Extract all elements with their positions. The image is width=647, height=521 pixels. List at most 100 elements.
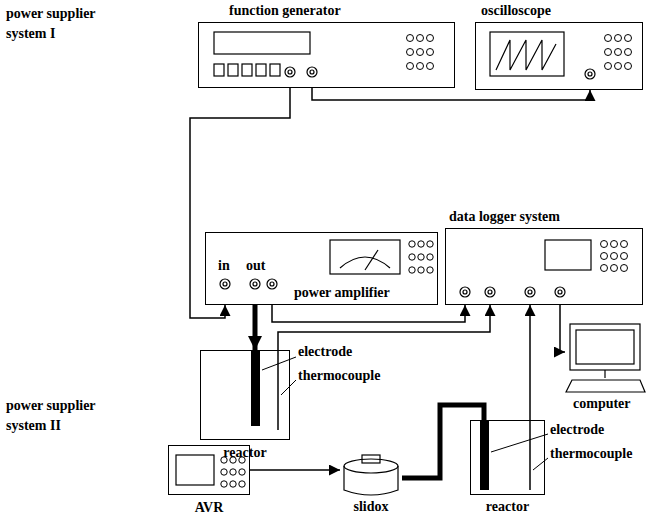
power-amplifier-panel-part	[250, 279, 260, 289]
system-heading: power supplier system II	[6, 396, 118, 436]
slidox-symbol-part	[362, 455, 380, 463]
control-knob	[427, 241, 433, 247]
computer-symbol	[566, 324, 645, 392]
control-knob	[621, 265, 628, 272]
system-heading: power supplier system I	[6, 4, 118, 44]
part-label: thermocouple	[550, 444, 632, 464]
reactor-one-parts-part	[251, 350, 260, 426]
computer-unit: computer	[565, 322, 645, 394]
control-knob	[407, 49, 414, 56]
data-logger-panel-part	[485, 287, 495, 297]
function-generator-panel-part	[228, 64, 238, 76]
function-generator-box: function generator	[198, 22, 455, 88]
function-generator-panel-part	[288, 70, 292, 74]
data-logger-panel-part	[460, 287, 470, 297]
control-knob	[427, 254, 433, 260]
data-logger-panel	[460, 240, 591, 297]
data-logger-panel-part	[488, 290, 492, 294]
control-knob	[621, 253, 628, 260]
control-knob	[601, 241, 608, 248]
computer-symbol-part	[604, 370, 605, 378]
device-label: oscilloscope	[481, 3, 551, 19]
power-amplifier-panel-part	[330, 240, 400, 274]
control-knob	[625, 63, 632, 70]
reactor-vessel: reactor	[200, 350, 290, 440]
power-amplifier-box: inoutpower amplifier	[205, 232, 438, 305]
computer-symbol-part	[570, 324, 640, 370]
part-label: electrode	[298, 342, 352, 362]
control-knob	[615, 35, 622, 42]
function-generator-panel-part	[214, 32, 310, 54]
reactor-one-parts-part	[262, 357, 296, 370]
power-amplifier-panel-part	[365, 250, 378, 270]
data-logger-panel-part	[545, 240, 591, 270]
control-knob	[611, 265, 618, 272]
control-knob	[427, 35, 434, 42]
function-generator-panel-part	[214, 64, 224, 76]
control-knob	[625, 35, 632, 42]
power-amplifier-panel-part	[223, 282, 227, 286]
control-knob	[417, 35, 424, 42]
signal-wire	[560, 305, 565, 352]
part-label: thermocouple	[298, 366, 380, 386]
control-knob	[427, 63, 434, 70]
oscilloscope-panel	[490, 32, 595, 79]
control-knob	[239, 469, 245, 475]
device-label: power amplifier	[294, 285, 390, 301]
reactor-one-parts-part	[277, 350, 279, 430]
data-logger-panel-part	[528, 290, 532, 294]
avr-panel-part	[176, 455, 214, 485]
data-logger-box: data logger system	[445, 228, 643, 305]
control-knob	[605, 63, 612, 70]
control-knob	[611, 253, 618, 260]
slidox-unit: slidox	[340, 455, 402, 497]
control-knob	[230, 481, 236, 487]
computer-symbol-part	[566, 380, 645, 392]
data-logger-panel-part	[463, 290, 467, 294]
control-knob	[239, 481, 245, 487]
device-label: function generator	[229, 3, 341, 19]
power-amplifier-panel	[220, 240, 400, 289]
control-knob	[605, 49, 612, 56]
control-knob	[418, 241, 424, 247]
function-generator-panel-part	[307, 67, 317, 77]
device-label: reactor	[181, 445, 309, 461]
computer-symbol-part	[576, 330, 634, 364]
control-knob	[230, 469, 236, 475]
slidox-symbol-part	[344, 459, 398, 473]
signal-wire	[278, 305, 490, 350]
power-amplifier-panel-part	[270, 282, 274, 286]
avr-box: AVR	[168, 445, 250, 495]
control-knob	[605, 35, 612, 42]
power-amplifier-panel-part	[340, 257, 390, 268]
control-knob	[427, 267, 433, 273]
control-knob	[418, 254, 424, 260]
avr-panel	[176, 455, 214, 485]
reactor-two-parts	[480, 420, 548, 490]
control-knob	[409, 254, 415, 260]
control-knob	[409, 267, 415, 273]
control-knob	[615, 49, 622, 56]
reactor-two-parts-part	[480, 420, 489, 490]
oscilloscope-panel-part	[490, 32, 564, 76]
oscilloscope-box: oscilloscope	[475, 22, 643, 90]
function-generator-panel	[214, 32, 317, 77]
control-knob	[221, 469, 227, 475]
data-logger-panel-part	[558, 290, 562, 294]
function-generator-panel-part	[285, 67, 295, 77]
data-logger-panel-part	[555, 287, 565, 297]
signal-wire	[529, 305, 531, 420]
function-generator-panel-part	[256, 64, 266, 76]
electrode-cable	[253, 305, 258, 350]
control-knob	[625, 49, 632, 56]
control-knob	[621, 241, 628, 248]
reactor-one-parts-part	[281, 380, 296, 395]
power-amplifier-panel-part	[267, 279, 277, 289]
electrode-cable	[402, 405, 484, 478]
signal-wire	[250, 469, 340, 471]
reactor-vessel: reactor	[470, 420, 545, 495]
device-label: AVR	[149, 500, 269, 516]
reactor-two-parts-part	[491, 434, 548, 452]
